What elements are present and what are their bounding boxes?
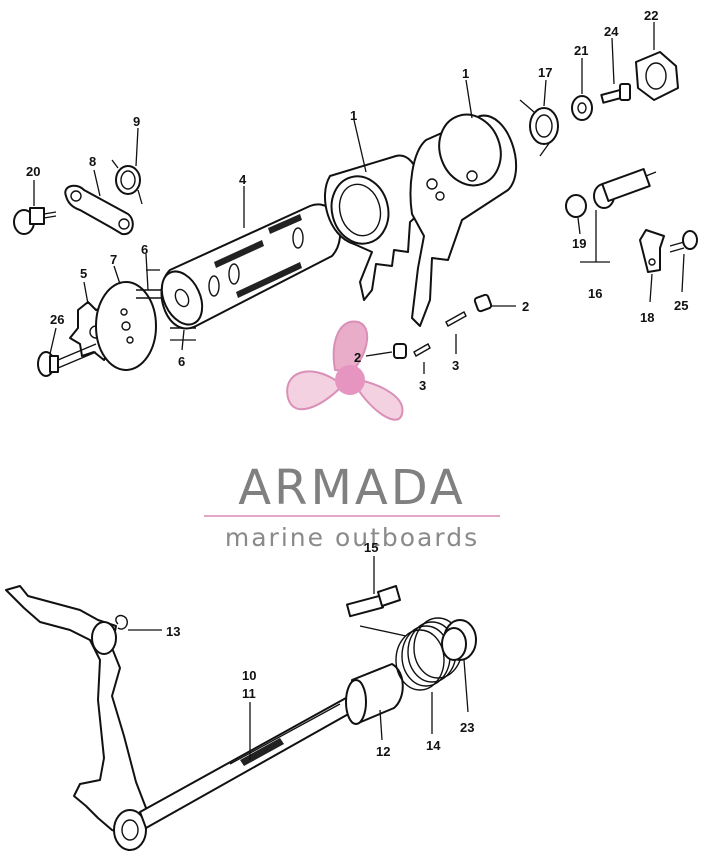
callout-17: 17 bbox=[538, 65, 552, 80]
callout-8: 8 bbox=[89, 154, 96, 169]
part-20-bolt bbox=[13, 207, 57, 235]
callout-12: 12 bbox=[376, 744, 390, 759]
part-19-ring bbox=[565, 194, 587, 218]
callout-4: 4 bbox=[239, 172, 247, 187]
callout-21: 21 bbox=[574, 43, 588, 58]
callout-6-upper: 6 bbox=[141, 242, 148, 257]
callout-14: 14 bbox=[426, 738, 441, 753]
callout-24: 24 bbox=[604, 24, 619, 39]
callout-7: 7 bbox=[110, 252, 117, 267]
callout-1-front: 1 bbox=[350, 108, 357, 123]
callout-11: 11 bbox=[242, 686, 256, 701]
part-7-plate bbox=[95, 281, 157, 371]
callout-3-lower: 3 bbox=[419, 378, 426, 393]
callout-9: 9 bbox=[133, 114, 140, 129]
callout-13: 13 bbox=[166, 624, 180, 639]
callout-25: 25 bbox=[674, 298, 688, 313]
part-16-pin bbox=[593, 168, 657, 209]
callout-2-lower: 2 bbox=[354, 350, 361, 365]
callout-26: 26 bbox=[50, 312, 64, 327]
part-24-bolt bbox=[600, 83, 631, 104]
callout-23: 23 bbox=[460, 720, 474, 735]
callout-2-upper: 2 bbox=[522, 299, 529, 314]
part-26-bolt bbox=[37, 343, 97, 377]
callout-15: 15 bbox=[364, 540, 378, 555]
part-4-shift-drum bbox=[160, 203, 342, 330]
callout-16: 16 bbox=[588, 286, 602, 301]
callout-18: 18 bbox=[640, 310, 654, 325]
callout-19: 19 bbox=[572, 236, 586, 251]
callout-22: 22 bbox=[644, 8, 658, 23]
part-25-screw bbox=[669, 230, 698, 253]
callout-1-rear: 1 bbox=[462, 66, 469, 81]
part-23-cap bbox=[441, 619, 477, 661]
callout-10: 10 bbox=[242, 668, 256, 683]
part-2-pin-lower bbox=[393, 343, 407, 359]
part-3-clip-upper bbox=[445, 311, 467, 327]
part-21-washer bbox=[571, 95, 593, 121]
callout-labels: 1 1 2 2 3 3 4 5 6 6 7 8 9 10 11 12 13 14… bbox=[26, 8, 688, 759]
part-17-spring bbox=[519, 99, 559, 157]
brand-tagline: marine outboards bbox=[225, 523, 479, 552]
part-10-11-shift-shaft bbox=[5, 585, 353, 851]
part-2-pin-upper bbox=[473, 293, 493, 313]
part-12-collar bbox=[345, 663, 404, 725]
part-22-nut bbox=[635, 51, 679, 101]
callout-6-lower: 6 bbox=[178, 354, 185, 369]
part-8-lever bbox=[64, 184, 134, 236]
brand-name: ARMADA bbox=[238, 460, 465, 516]
part-1-fork-front bbox=[323, 154, 423, 301]
leader-lines bbox=[33, 22, 685, 760]
part-13-clip bbox=[115, 614, 128, 630]
part-1-fork-rear bbox=[409, 113, 518, 327]
callout-20: 20 bbox=[26, 164, 40, 179]
part-3-clip-lower bbox=[413, 343, 431, 357]
part-15-stud bbox=[346, 585, 401, 618]
armada-logo bbox=[286, 320, 404, 421]
callout-5: 5 bbox=[80, 266, 87, 281]
part-9-spring bbox=[111, 159, 143, 205]
part-18-bracket bbox=[639, 229, 665, 273]
callout-3-upper: 3 bbox=[452, 358, 459, 373]
